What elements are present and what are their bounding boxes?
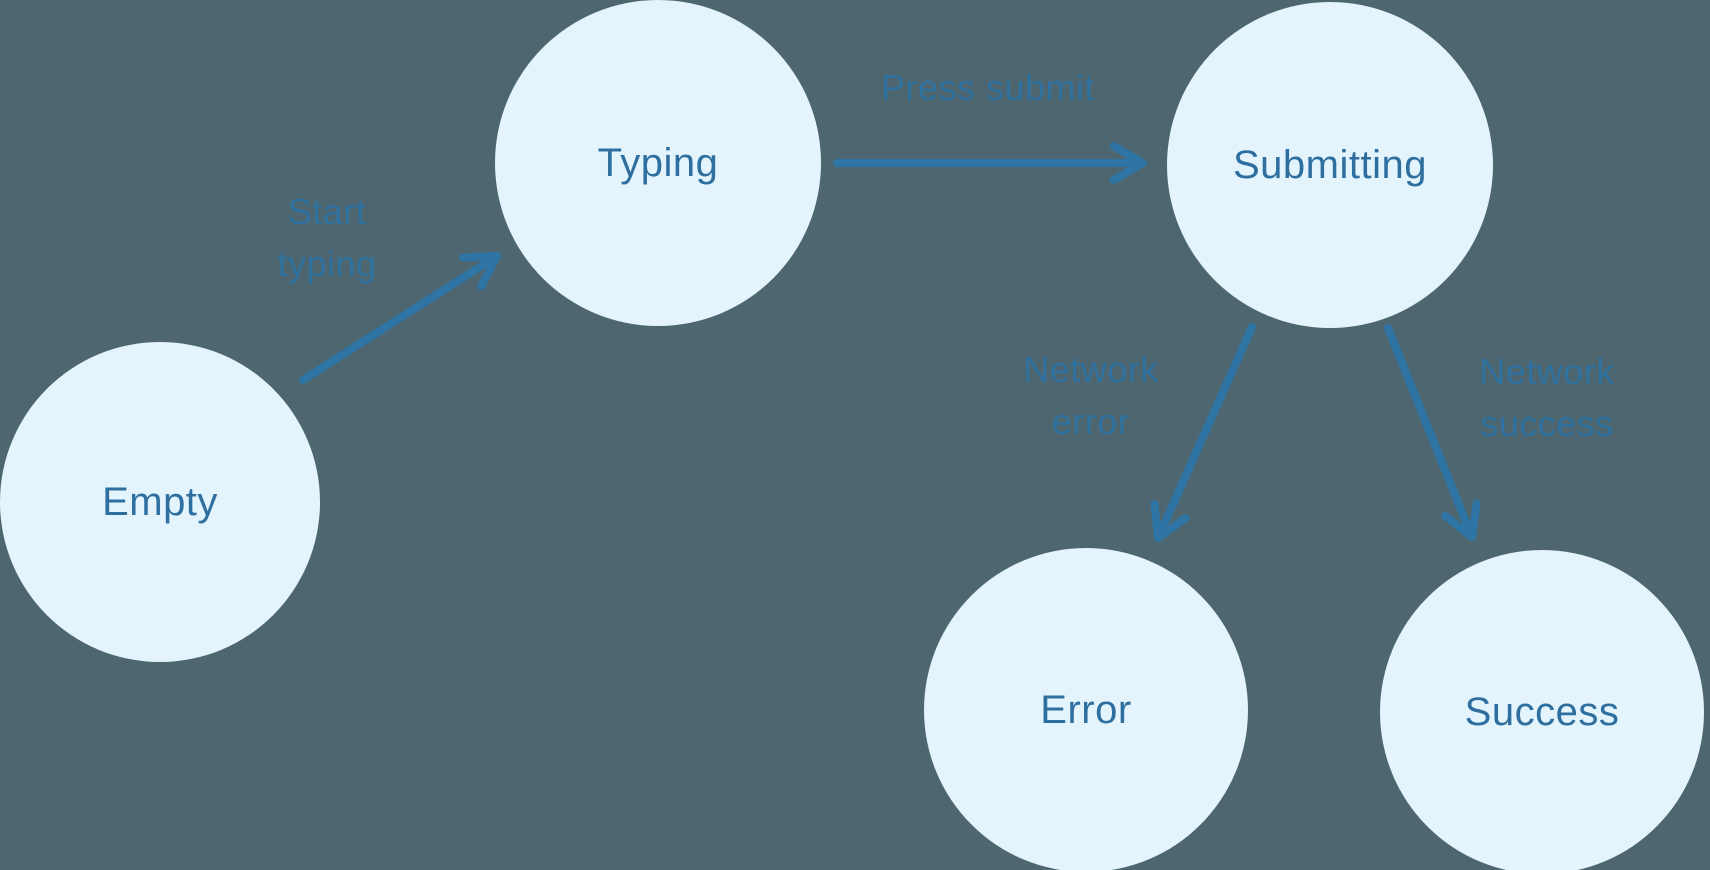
edge-label-network-success: Network success (1479, 351, 1615, 444)
state-node-empty: Empty (0, 342, 320, 662)
state-node-submitting: Submitting (1167, 2, 1493, 328)
state-label-submitting: Submitting (1233, 142, 1427, 187)
edge-label-network-error: Network error (1023, 349, 1159, 442)
state-label-empty: Empty (102, 479, 218, 524)
state-node-typing: Typing (495, 0, 821, 326)
edge-label-press-submit: Press submit (880, 67, 1096, 108)
state-label-typing: Typing (597, 140, 719, 185)
state-label-success: Success (1464, 689, 1620, 734)
state-node-success: Success (1380, 550, 1704, 870)
state-node-error: Error (924, 548, 1248, 870)
state-label-error: Error (1040, 687, 1132, 732)
edge-label-start-typing: Start typing (277, 191, 377, 284)
transition-arrow-typing-to-submitting (833, 142, 1147, 184)
